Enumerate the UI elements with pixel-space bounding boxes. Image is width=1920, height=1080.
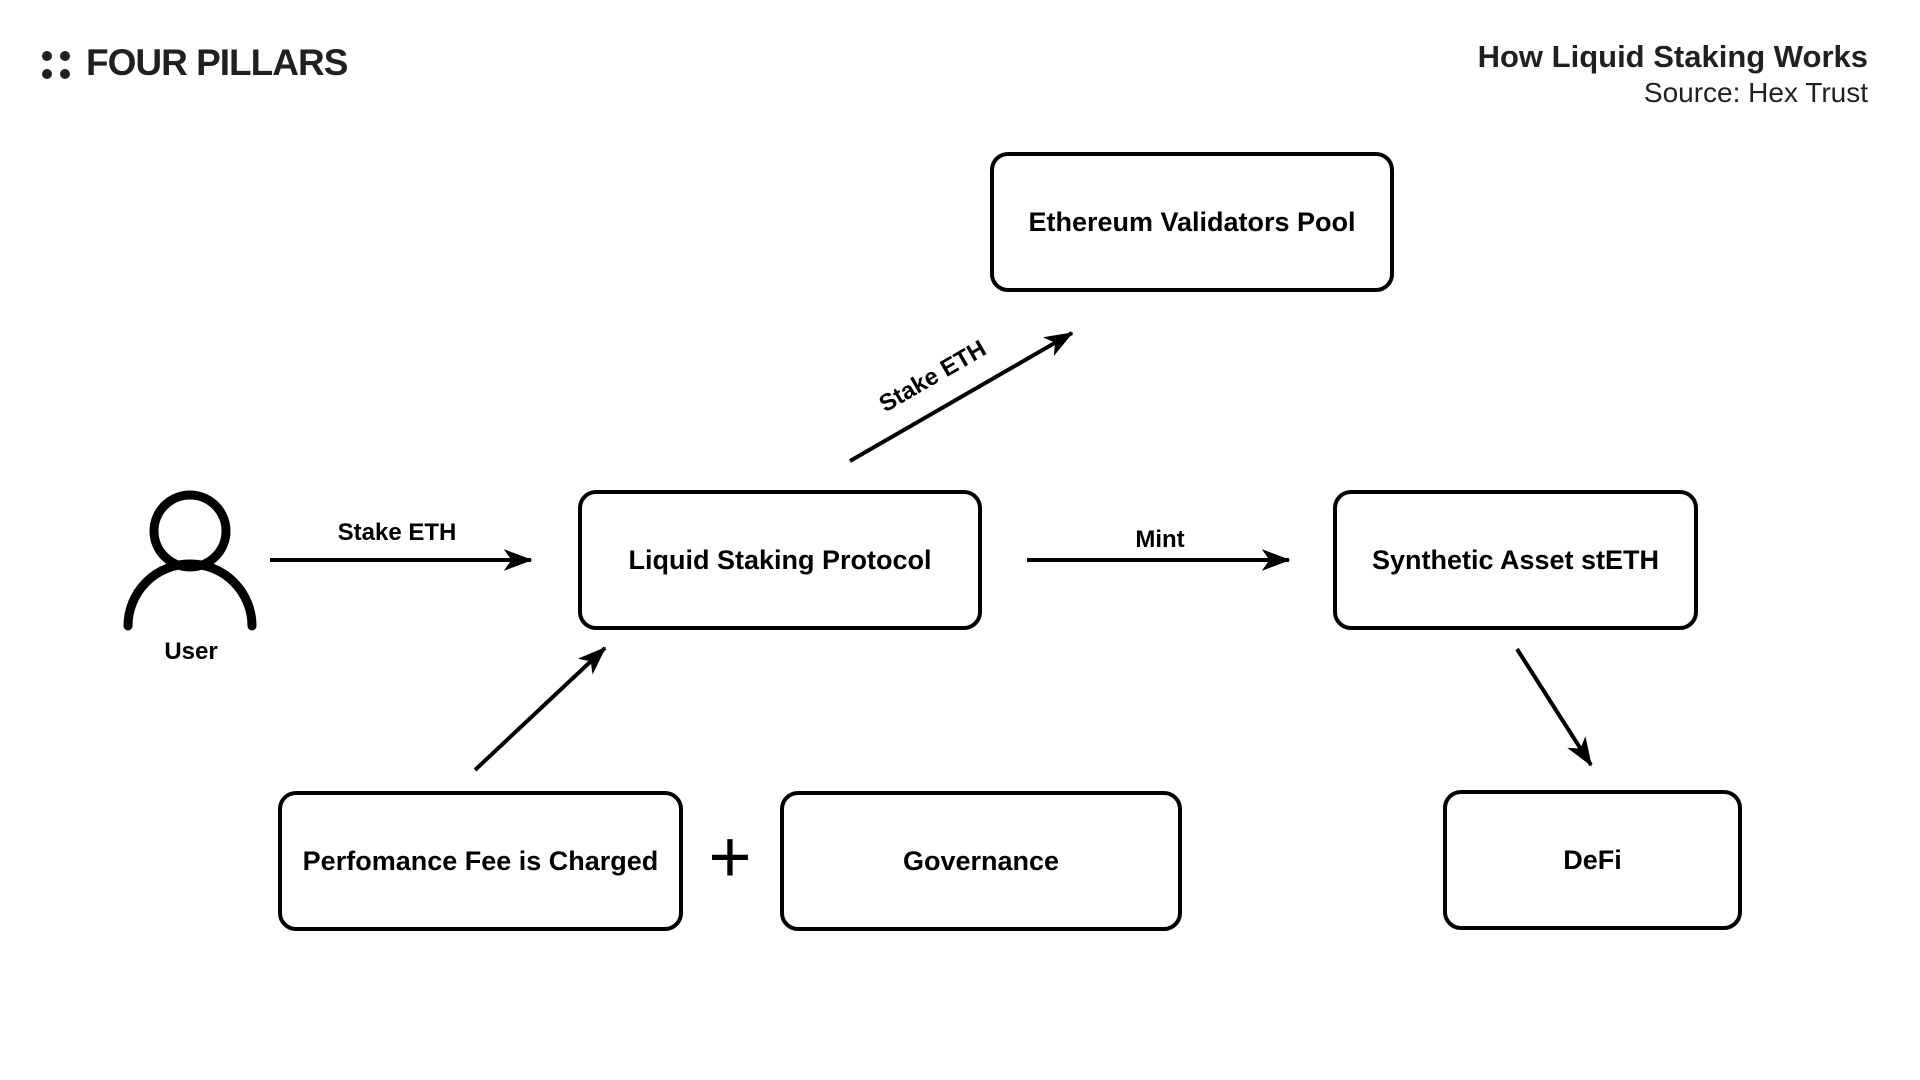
node-performance-fee: Perfomance Fee is Charged <box>278 791 683 931</box>
node-synthetic-asset-steth: Synthetic Asset stETH <box>1333 490 1698 630</box>
logo-text: FOUR PILLARS <box>86 42 348 83</box>
edge-label-stake-eth-user: Stake ETH <box>337 519 457 546</box>
user-head <box>149 490 231 572</box>
node-liquid-staking-protocol: Liquid Staking Protocol <box>578 490 982 630</box>
node-defi: DeFi <box>1443 790 1742 930</box>
node-ethereum-validators-pool: Ethereum Validators Pool <box>990 152 1394 292</box>
user-label: User <box>164 638 218 665</box>
node-label: DeFi <box>1563 844 1622 875</box>
logo-dot <box>42 69 52 79</box>
source-credit: Source: Hex Trust <box>1643 77 1868 109</box>
logo-dot <box>60 51 70 61</box>
logo-dot <box>60 69 70 79</box>
logo-dot <box>42 51 52 61</box>
arrow-synthetic-to-defi <box>1515 647 1593 767</box>
node-label: Ethereum Validators Pool <box>1028 206 1356 237</box>
node-governance: Governance <box>780 791 1182 931</box>
arrow-fee-to-protocol <box>473 646 607 772</box>
node-label: Perfomance Fee is Charged <box>302 845 659 876</box>
plus-sign: + <box>708 815 752 898</box>
page-title: How Liquid Staking Works <box>1477 39 1868 74</box>
node-label: Synthetic Asset stETH <box>1371 544 1660 575</box>
title-block: How Liquid Staking Works Source: Hex Tru… <box>1478 38 1868 110</box>
user-icon <box>123 490 257 631</box>
user-shoulders <box>123 559 257 631</box>
four-pillars-dots-icon <box>42 51 70 79</box>
node-label: Governance <box>902 845 1060 876</box>
node-label: Liquid Staking Protocol <box>628 544 932 575</box>
edge-label-mint: Mint <box>1135 526 1185 553</box>
arrow-protocol-to-validators-pool <box>849 331 1074 463</box>
